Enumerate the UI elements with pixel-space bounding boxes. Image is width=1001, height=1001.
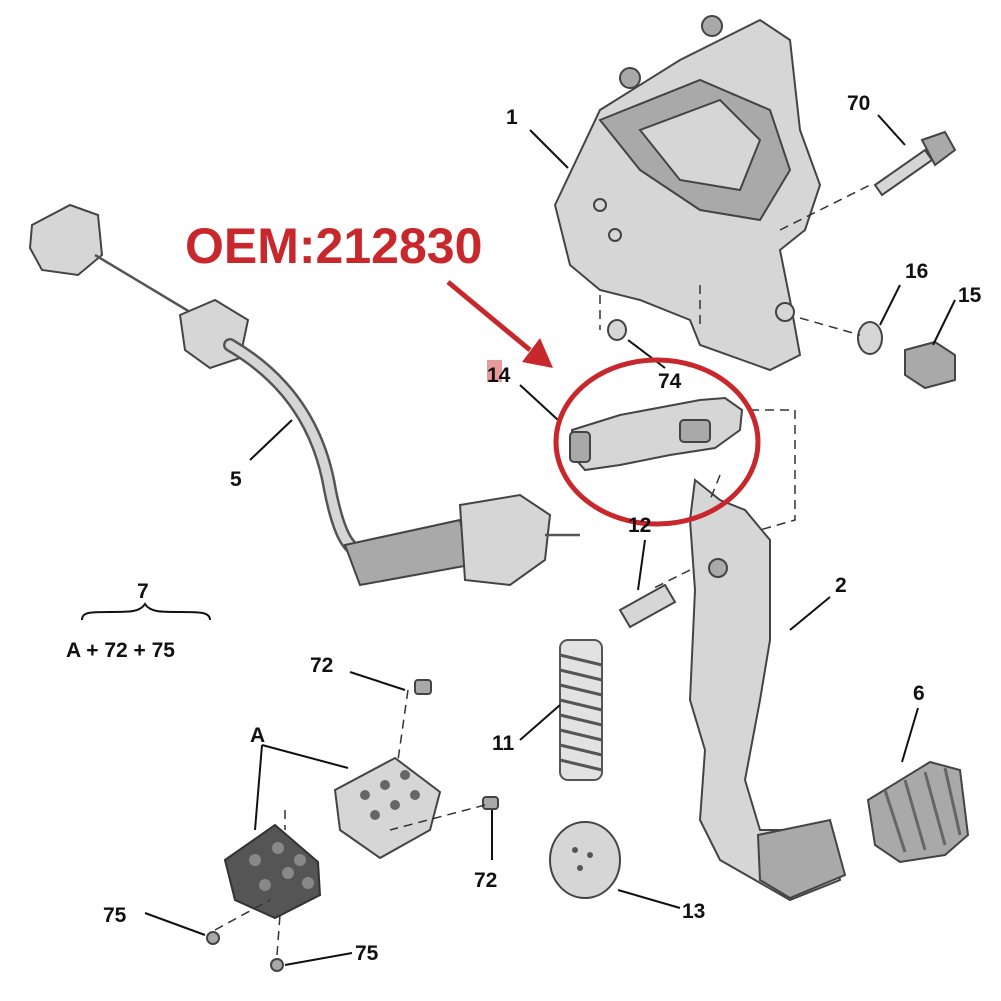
washer-part-16 [857,321,883,355]
pedal-pad-light-part-a [333,756,442,860]
screw-part-72-lower [482,796,499,810]
label-part-1: 1 [506,106,518,129]
highlight-annotation [446,280,761,527]
alignment-dashed-lines [214,184,871,956]
label-part-12: 12 [628,514,651,537]
label-part-13: 13 [682,900,705,923]
pin-part-12 [618,583,677,629]
leader-lines [81,114,956,966]
kit-formula: A + 72 + 75 [66,639,175,662]
label-part-11: 11 [492,732,515,755]
label-part-72-upper: 72 [310,654,333,677]
label-part-7: 7 [137,580,149,603]
spring-part-11 [559,639,603,781]
label-part-6: 6 [913,682,925,705]
label-part-75-left: 75 [103,904,127,927]
label-part-70: 70 [847,92,870,115]
oem-label: OEM:212830 [185,218,482,274]
label-part-74: 74 [658,370,682,393]
label-part-75-right: 75 [355,942,379,965]
label-part-2: 2 [835,574,847,597]
label-part-15: 15 [958,284,982,307]
label-part-16: 16 [905,260,928,283]
bolt-part-70 [873,130,957,197]
highlight-arrow-head [522,338,553,368]
screw-part-75-right [270,958,284,972]
clutch-cable-part-5 [28,203,580,587]
label-part-14: 14 [487,364,511,387]
rubber-pad-part-6 [866,760,970,864]
screw-part-75-left [206,931,220,945]
clip-part-14 [569,396,744,472]
label-part-5: 5 [230,468,242,491]
highlight-ellipse [553,357,761,527]
nut-part-15 [904,340,956,390]
label-part-a: A [250,724,265,747]
stopper-part-13 [549,821,621,899]
label-part-72-lower: 72 [474,869,497,892]
bush-part-74 [607,319,627,341]
pedal-bracket-part-1 [553,15,822,372]
pedal-lever-part-2 [688,478,847,902]
highlight-marker-14 [487,360,502,382]
screw-part-72-upper [414,679,432,695]
highlight-arrow-shaft [446,280,532,352]
pedal-pad-dark-part-a [223,823,322,920]
